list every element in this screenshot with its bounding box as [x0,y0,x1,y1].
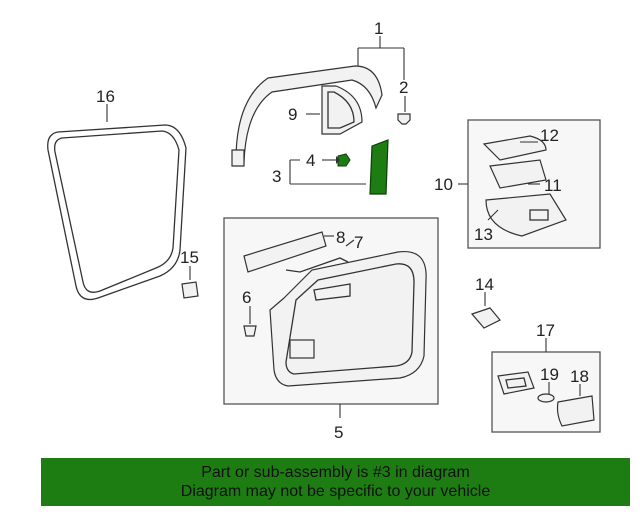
banner-line-2: Diagram may not be specific to your vehi… [180,483,491,500]
callout-4: 4 [306,151,315,170]
part-16-weatherstrip[interactable] [47,124,187,301]
part-10-switch-box[interactable] [467,119,601,249]
callout-15: 15 [180,248,199,267]
callout-5: 5 [334,423,343,442]
part-9-quarter-glass[interactable] [321,85,363,135]
callout-14: 14 [475,275,494,294]
callout-8: 8 [336,228,345,247]
part-3-garnish-highlighted[interactable] [369,139,389,195]
callout-13: 13 [474,225,493,244]
parts-diagram: 16 1 2 9 3 4 10 12 11 13 [47,19,601,442]
callout-18: 18 [570,367,589,386]
callout-17: 17 [536,321,555,340]
part-5-door-trim-box[interactable] [223,217,439,405]
part-1-frame-molding[interactable] [231,65,383,167]
callout-12: 12 [540,126,559,145]
callout-19: 19 [540,365,559,384]
callout-2: 2 [399,78,408,97]
part-4-clip[interactable] [337,153,351,167]
callout-9: 9 [288,105,297,124]
fitment-notice-banner: Part or sub-assembly is #3 in diagram Di… [41,458,630,506]
callout-3: 3 [272,167,281,186]
part-15-clip[interactable] [181,281,199,299]
banner-line-1: Part or sub-assembly is #3 in diagram [201,464,470,481]
callout-10: 10 [434,175,453,194]
callout-11: 11 [544,176,562,195]
callout-16: 16 [96,87,115,106]
part-2-clip[interactable] [397,113,411,125]
part-17-lamp-box[interactable] [491,351,601,433]
part-6-screw[interactable] [243,325,257,337]
callout-7: 7 [354,233,363,252]
part-14-switch[interactable] [470,307,501,329]
callout-1: 1 [374,19,383,38]
callout-6: 6 [242,288,251,307]
